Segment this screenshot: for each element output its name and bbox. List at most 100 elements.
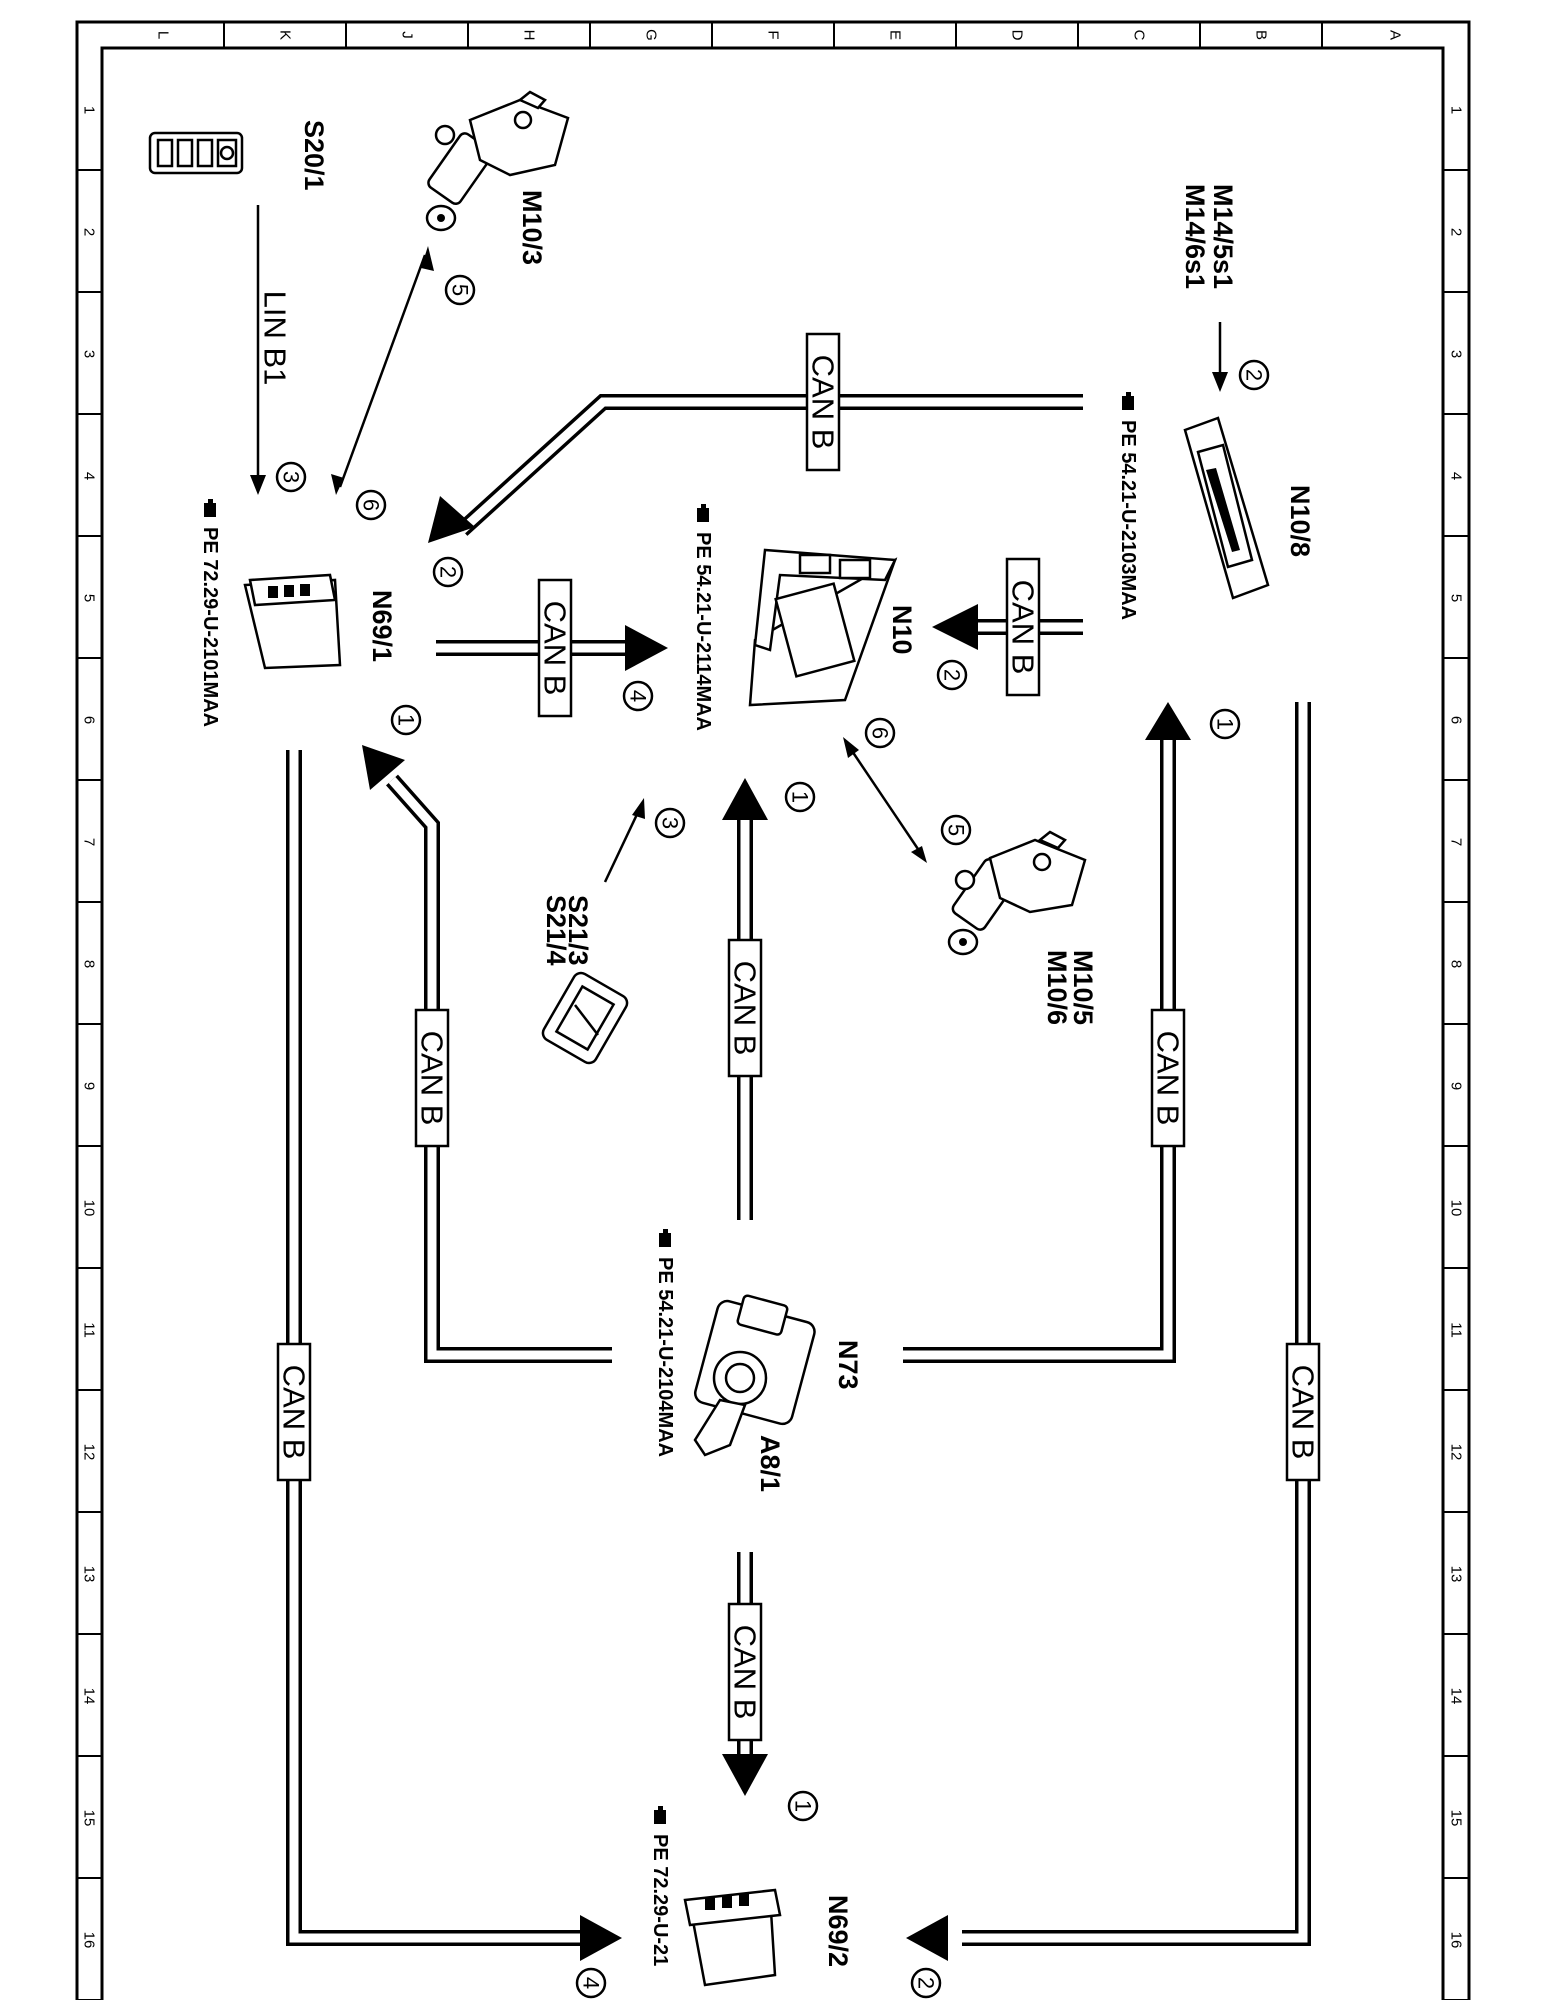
label-m10-3: M10/3 <box>517 190 547 265</box>
row-label: 12 <box>1448 1444 1465 1461</box>
svg-text:3: 3 <box>279 471 304 483</box>
row-label: 9 <box>81 1082 98 1090</box>
row-label: 14 <box>1448 1688 1465 1705</box>
s20-1-switch-icon <box>148 131 244 175</box>
svg-text:4: 4 <box>626 690 651 702</box>
signal-number: 2 <box>910 1967 942 1999</box>
row-label: 8 <box>81 960 98 968</box>
row-label: 10 <box>81 1200 98 1217</box>
row-label: 5 <box>81 594 98 602</box>
row-label: 8 <box>1448 960 1465 968</box>
signal-number: 1 <box>784 781 816 813</box>
reference-n69-2: PE 72.29-U-21 <box>649 1834 671 1966</box>
hand-pointer-icon <box>1122 392 1134 410</box>
can-label: CAN B <box>538 578 573 718</box>
column-label: J <box>399 31 416 39</box>
signal-number: 3 <box>275 461 307 493</box>
svg-text:CAN B: CAN B <box>538 601 573 696</box>
arrowhead <box>362 745 405 790</box>
svg-text:5: 5 <box>448 284 473 296</box>
column-label: H <box>521 30 538 41</box>
signal-number: 5 <box>940 814 972 846</box>
can-line-n10-8-to-n69-1 <box>456 394 1083 536</box>
svg-text:CAN B: CAN B <box>806 355 841 450</box>
row-label: 3 <box>81 350 98 358</box>
svg-text:CAN B: CAN B <box>728 961 763 1056</box>
column-label: C <box>1131 30 1148 41</box>
signal-number: 4 <box>622 680 654 712</box>
label-m10-5: M10/5 <box>1068 950 1098 1025</box>
can-label: CAN B <box>1151 1008 1186 1148</box>
label-n69-2: N69/2 <box>823 1895 853 1967</box>
arrowhead <box>906 1915 948 1961</box>
signal-number: 3 <box>654 807 686 839</box>
arrowhead <box>1145 702 1191 740</box>
row-label: 15 <box>1448 1810 1465 1827</box>
svg-text:CAN B: CAN B <box>728 1625 763 1720</box>
can-label: CAN B <box>1006 557 1041 697</box>
label-s21-4: S21/4 <box>541 895 571 966</box>
hand-pointer-icon <box>654 1806 666 1824</box>
label-n69-1: N69/1 <box>367 590 397 662</box>
arrowhead <box>580 1915 622 1961</box>
can-label: CAN B <box>806 332 841 472</box>
svg-text:1: 1 <box>788 791 813 803</box>
signal-number: 4 <box>575 1967 607 1999</box>
m10-3-motor-icon <box>425 90 570 232</box>
row-label: 13 <box>1448 1566 1465 1583</box>
label-n73: N73 <box>833 1340 863 1390</box>
row-label: 6 <box>81 716 98 724</box>
signal-number: 1 <box>1209 708 1241 740</box>
hand-pointer-icon <box>697 504 709 522</box>
n69-2-module-icon <box>683 1888 782 1987</box>
lin-label: LIN B1 <box>258 291 293 386</box>
row-label: 12 <box>81 1444 98 1461</box>
row-label: 13 <box>81 1566 98 1583</box>
m10-5-motor-icon <box>947 830 1087 956</box>
label-m14-6s1: M14/6s1 <box>1180 184 1210 289</box>
svg-text:4: 4 <box>579 1977 604 1989</box>
svg-text:CAN B: CAN B <box>1286 1365 1321 1460</box>
column-label: E <box>887 30 904 40</box>
can-label: CAN B <box>1286 1342 1321 1482</box>
arrowhead <box>722 778 768 820</box>
row-label: 1 <box>1448 106 1465 114</box>
row-label: 2 <box>1448 228 1465 236</box>
can-line-right-loop-inner <box>962 702 1308 1943</box>
label-m14-5s1: M14/5s1 <box>1208 184 1238 289</box>
arrowhead <box>932 604 978 650</box>
hand-pointer-icon <box>659 1229 671 1247</box>
drawing-frame: L K J H G F E D C B A 1 2 3 4 5 6 7 8 9 … <box>75 20 1471 2000</box>
n69-1-module-icon <box>243 573 342 670</box>
can-line-n73-to-n10-8-inner <box>903 740 1173 1360</box>
row-label: 7 <box>1448 838 1465 846</box>
row-label: 3 <box>1448 350 1465 358</box>
column-label: F <box>765 30 782 39</box>
svg-text:CAN B: CAN B <box>1151 1031 1186 1126</box>
row-label: 11 <box>1448 1322 1465 1338</box>
svg-text:6: 6 <box>868 727 893 739</box>
n10-8-module-icon <box>1183 416 1270 600</box>
hand-pointer-icon <box>204 499 216 517</box>
can-label: CAN B <box>277 1342 312 1482</box>
svg-text:5: 5 <box>944 824 969 836</box>
row-label: 7 <box>81 838 98 846</box>
reference-n10: PE 54.21-U-2114MAA <box>692 532 714 731</box>
signal-number: 2 <box>432 556 464 588</box>
row-label: 15 <box>81 1810 98 1827</box>
can-line-left-loop-inner <box>289 750 582 1943</box>
row-label: 16 <box>81 1932 98 1949</box>
svg-text:2: 2 <box>1242 369 1267 381</box>
signal-number: 6 <box>864 717 896 749</box>
row-label: 4 <box>1448 472 1465 480</box>
row-label: 14 <box>81 1688 98 1705</box>
svg-text:CAN B: CAN B <box>415 1031 450 1126</box>
svg-text:6: 6 <box>359 499 384 511</box>
row-label: 4 <box>81 472 98 480</box>
row-label: 9 <box>1448 1082 1465 1090</box>
label-s20-1: S20/1 <box>299 120 329 191</box>
row-label: 6 <box>1448 716 1465 724</box>
signal-lines <box>250 205 1228 883</box>
signal-number: 2 <box>936 659 968 691</box>
